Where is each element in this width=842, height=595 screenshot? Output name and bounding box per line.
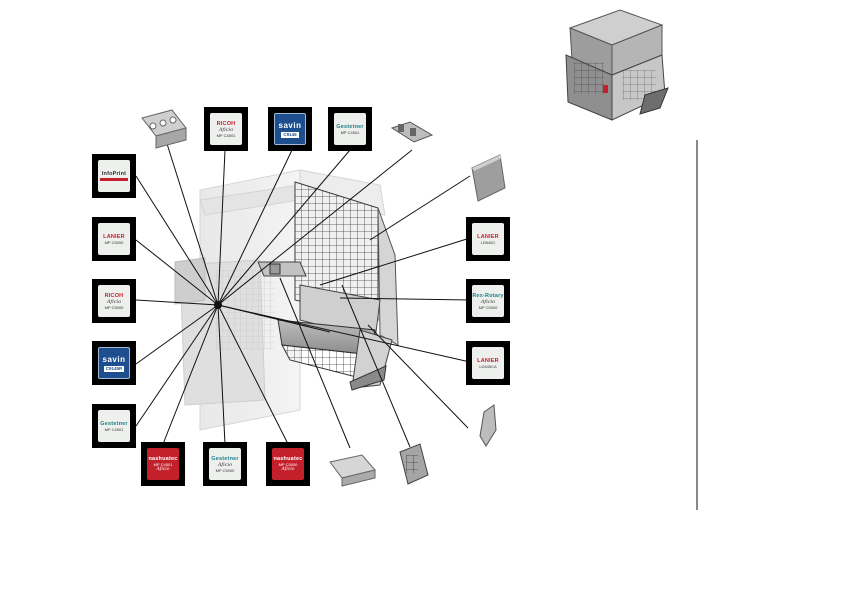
badge-brand: nashuatec: [273, 456, 303, 462]
bottom-board-part: [399, 443, 429, 485]
badge-brand: savin: [278, 120, 302, 130]
bottom-tray-part: [329, 454, 376, 487]
badge-model: MP C5000: [215, 467, 235, 473]
badge-brand: Gestetner: [336, 123, 364, 130]
badge-model: LD645CA: [479, 363, 497, 369]
badge-model: MP C4501: [216, 132, 236, 138]
badge-series: Aficio: [281, 467, 295, 472]
badge-series: Aficio: [480, 298, 496, 305]
leader-lines: [135, 127, 471, 449]
badge-left-1: InfoPrint: [92, 154, 136, 198]
badge-brand: Gestetner: [211, 455, 239, 462]
badge-stripe: [100, 177, 128, 181]
badge-model: MP C5000: [104, 239, 124, 245]
badge-brand: RICOH: [216, 120, 236, 127]
badge-model: C9145R: [103, 365, 125, 372]
badge-brand: LANIER: [477, 357, 499, 364]
badge-model: MP C5000: [104, 304, 124, 310]
badge-brand: RICOH: [104, 292, 124, 299]
panel-cover-part: [471, 154, 506, 202]
badge-series: Aficio: [156, 467, 170, 472]
badge-brand: Rex-Rotary: [472, 292, 504, 299]
badge-model: MP C5000: [278, 462, 298, 467]
side-latch-part: [479, 404, 497, 447]
leader-hub: [214, 301, 222, 309]
badge-series: Aficio: [217, 461, 233, 468]
top-right-bracket-part: [390, 121, 434, 143]
badge-series: Aficio: [218, 126, 234, 133]
badge-series: Aficio: [106, 298, 122, 305]
badge-model: MP C4501: [340, 129, 360, 135]
badge-brand: Gestetner: [100, 420, 128, 427]
top-left-bracket-part: [141, 109, 187, 149]
printer-overview-image: [565, 9, 669, 121]
badge-model: C9145: [281, 131, 299, 138]
printer-body-ghost: [174, 169, 386, 431]
badge-brand: savin: [102, 354, 126, 364]
badge-brand: nashuatec: [148, 456, 178, 462]
center-part-assembly: [257, 261, 307, 277]
badge-brand: LANIER: [103, 233, 125, 240]
badge-model: LD645C: [480, 239, 496, 245]
badge-model: MP C5000: [478, 304, 498, 310]
badge-model: MP C4501: [104, 426, 124, 432]
duplex-tray: [277, 319, 393, 391]
badge-brand: InfoPrint: [101, 170, 127, 177]
badge-brand: LANIER: [477, 233, 499, 240]
badge-label: InfoPrint: [98, 160, 130, 192]
badge-model: MP C4501: [153, 462, 173, 467]
